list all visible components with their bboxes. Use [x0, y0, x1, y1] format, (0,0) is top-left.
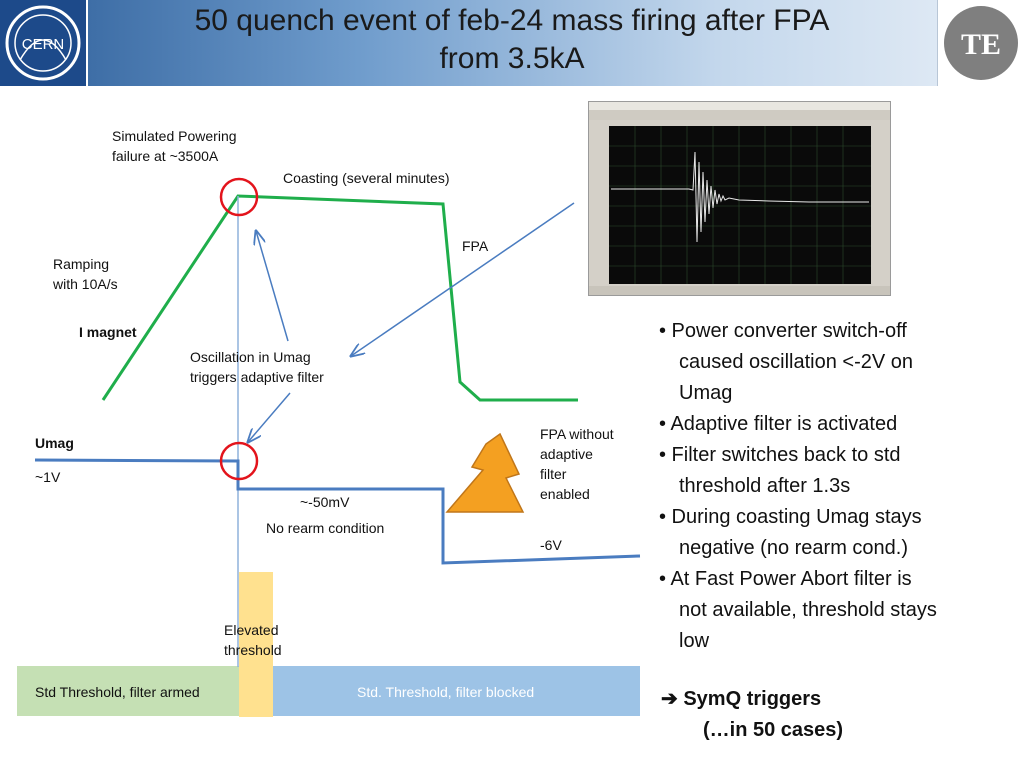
fpa-without-filter-label: FPA without adaptive filter enabled: [540, 426, 614, 502]
threshold-elevated-band: [239, 572, 273, 717]
threshold-blocked-band: [273, 666, 640, 716]
bullet-item-5: • At Fast Power Abort filter is not avai…: [659, 568, 937, 652]
title-line-2: from 3.5kA: [439, 42, 585, 75]
std-armed-label: Std Threshold, filter armed: [35, 684, 200, 700]
no-rearm-label: No rearm condition: [266, 520, 385, 536]
std-blocked-label: Std. Threshold, filter blocked: [357, 684, 535, 700]
cern-logo: CERN: [0, 0, 88, 86]
coasting-label: Coasting (several minutes): [283, 170, 450, 186]
te-logo-icon: TE: [944, 6, 1018, 80]
screenshot-arrow: [351, 202, 575, 356]
umag-oscillation-marker: [219, 441, 259, 481]
te-logo-text: TE: [961, 28, 1001, 61]
one-volt-label: ~1V: [35, 469, 61, 485]
osc-arrow-down: [248, 392, 291, 442]
elevated-threshold-label: Elevated threshold: [224, 622, 282, 658]
fpa-label: FPA: [462, 238, 489, 254]
i-magnet-curve: [101, 194, 578, 402]
simulated-failure-label: Simulated Powering failure at ~3500A: [112, 128, 237, 164]
fifty-mv-label: ~-50mV: [300, 494, 350, 510]
powering-failure-marker: [219, 177, 259, 217]
lightning-icon: [445, 432, 525, 513]
cern-logo-icon: CERN: [5, 5, 81, 81]
bullet-list: • Power converter switch-off caused osci…: [659, 316, 999, 657]
bullet-item-3: • Filter switches back to std threshold …: [659, 444, 901, 497]
bullet-item-2: • Adaptive filter is activated: [659, 413, 898, 435]
threshold-armed-band: [17, 666, 239, 716]
minus-six-volt-label: -6V: [540, 537, 562, 553]
slide-title: 50 quench event of feb-24 mass firing af…: [100, 2, 924, 78]
conclusion: ➔ SymQ triggers (…in 50 cases): [661, 684, 843, 746]
symq-line-2: (…in 50 cases): [703, 719, 844, 741]
umag-curve: [34, 458, 641, 565]
osc-arrow-up: [256, 231, 289, 342]
oscillation-label: Oscillation in Umag triggers adaptive fi…: [190, 349, 324, 385]
title-bar: [0, 0, 1024, 86]
te-logo: TE: [937, 0, 1024, 86]
bullet-item-4: • During coasting Umag stays negative (n…: [659, 506, 922, 559]
cern-logo-text: CERN: [22, 36, 65, 53]
umag-label: Umag: [35, 435, 74, 451]
i-magnet-label: I magnet: [79, 324, 137, 340]
ramping-label: Ramping with 10A/s: [53, 256, 118, 292]
symq-line-1: SymQ triggers: [683, 688, 822, 710]
oscilloscope-screenshot: [588, 101, 891, 296]
title-line-1: 50 quench event of feb-24 mass firing af…: [194, 4, 830, 37]
arrow-icon: ➔: [661, 688, 678, 710]
oscilloscope-image: [589, 102, 890, 295]
bullet-item-1: • Power converter switch-off caused osci…: [659, 320, 914, 404]
